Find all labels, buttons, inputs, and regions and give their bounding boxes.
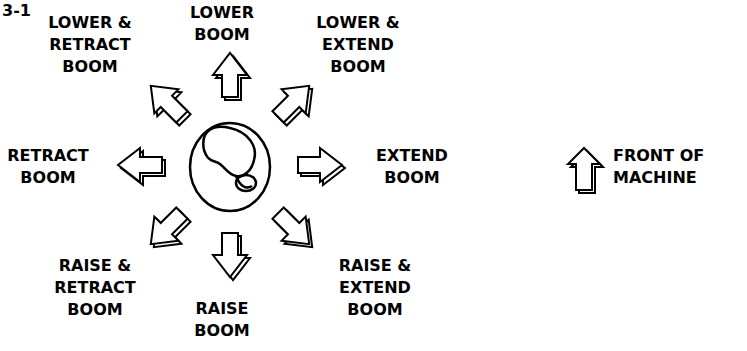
direction-label: LOWER BOOM xyxy=(174,2,270,46)
joystick-neck xyxy=(236,176,252,188)
direction-arrow xyxy=(213,233,250,280)
joystick-base xyxy=(190,123,270,211)
direction-arrow xyxy=(118,148,165,185)
direction-arrow xyxy=(139,201,197,259)
orientation-label: FRONT OF MACHINE xyxy=(613,145,723,189)
arrow-outline xyxy=(298,148,342,182)
arrow-outline xyxy=(118,148,162,182)
direction-label: EXTEND BOOM xyxy=(364,145,460,189)
direction-arrow xyxy=(213,53,250,100)
front-arrow xyxy=(568,148,603,193)
direction-arrow xyxy=(266,74,324,132)
joystick-grip xyxy=(203,127,255,176)
direction-label: RETRACT BOOM xyxy=(6,145,90,189)
arrow-outline xyxy=(213,233,247,277)
joystick-symbol xyxy=(190,123,270,211)
direction-arrows xyxy=(118,53,345,280)
arrow-outline xyxy=(266,74,321,129)
arrow-outline xyxy=(568,148,600,190)
arrow-outline xyxy=(266,201,321,256)
direction-label: LOWER & RETRACT BOOM xyxy=(42,12,138,78)
direction-label: RAISE & EXTEND BOOM xyxy=(327,255,423,321)
arrow-outline xyxy=(213,53,247,97)
direction-arrow xyxy=(298,148,345,185)
direction-arrow xyxy=(139,74,197,132)
arrow-outline xyxy=(139,74,194,129)
figure-number: 3-1 xyxy=(2,0,42,22)
direction-arrow xyxy=(266,201,324,259)
arrow-outline xyxy=(139,201,194,256)
direction-label: LOWER & EXTEND BOOM xyxy=(310,12,406,78)
direction-label: RAISE & RETRACT BOOM xyxy=(47,255,143,321)
direction-label: RAISE BOOM xyxy=(174,298,270,342)
